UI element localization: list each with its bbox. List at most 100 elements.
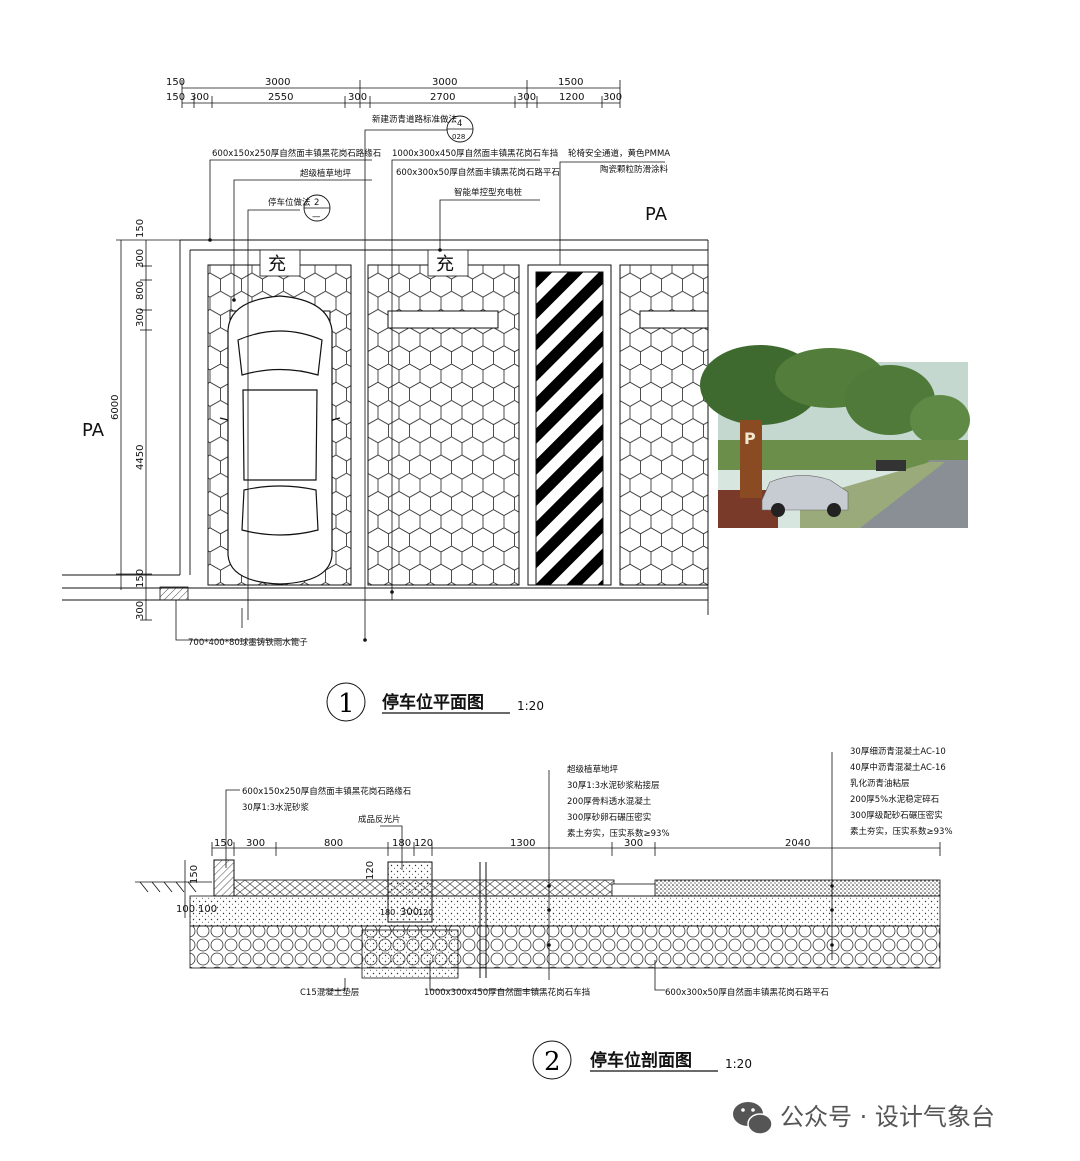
plan-title: 1 停车位平面图 1:20: [326, 682, 544, 722]
section-dim-800: 800: [324, 838, 343, 849]
plan-drawing: 150 3000 3000 1500 150 300 2550 300 2700…: [62, 77, 709, 722]
section-title: 2 停车位剖面图 1:20: [532, 1040, 752, 1080]
wheel-stop-section: [387, 861, 433, 923]
section-notes-mid: 超级植草地坪 30厚1:3水泥砂浆粘接层 200厚骨料透水混凝土 300厚砂卵石…: [567, 764, 670, 839]
plan-title-scale: 1:20: [517, 699, 544, 713]
dim-left-6000: 6000: [110, 395, 121, 420]
dim-top-1500: 1500: [558, 77, 583, 88]
section-note-mid-2: 30厚1:3水泥砂浆粘接层: [567, 780, 660, 791]
pa-label-left: PA: [82, 420, 105, 441]
drain-grate: [159, 586, 189, 601]
section-notes-right: 30厚细沥青混凝土AC-10 40厚中沥青混凝土AC-16 乳化沥青油粘层 20…: [850, 746, 953, 837]
plan-leaders: [175, 129, 665, 641]
callout-grass-paver: 超级植草地坪: [300, 168, 352, 179]
callout-wheel-stop: 1000x300x450厚自然面丰镇黑花岗石车挡: [392, 148, 558, 159]
dim-left-150: 150: [135, 219, 146, 238]
section-vdim-120: 120: [365, 861, 376, 880]
section-dim-150: 150: [214, 838, 233, 849]
dim-second-300b: 300: [348, 92, 367, 103]
flat-stone: [611, 883, 656, 897]
section-dim-300: 300: [246, 838, 265, 849]
section-vdim-100a: 100: [176, 904, 195, 915]
section-vdim-150: 150: [189, 865, 200, 884]
section-note-right-1: 30厚细沥青混凝土AC-10: [850, 746, 946, 757]
parked-car: [761, 475, 849, 517]
callout-smart-charger: 智能单控型充电桩: [454, 187, 523, 198]
gravel-base: [189, 925, 941, 969]
plan-title-number: 1: [338, 689, 355, 719]
dim-second-300c: 300: [517, 92, 536, 103]
wechat-icon: [733, 1102, 773, 1135]
accessible-stripe-zone: [527, 264, 612, 586]
charge-label-1: 充: [268, 254, 286, 275]
section-dim-300b: 300: [624, 838, 643, 849]
section-label-wheelstop: 1000x300x450厚自然面丰镇黑花岗石车挡: [424, 987, 590, 998]
dim-left-4450: 4450: [135, 445, 146, 470]
car-outline: [219, 295, 341, 585]
section-note-right-6: 素土夯实，压实系数≥93%: [850, 826, 953, 837]
dim-top-3000a: 3000: [265, 77, 290, 88]
section-note-mid-3: 200厚骨料透水混凝土: [567, 796, 652, 807]
section-note-mid-1: 超级植草地坪: [567, 764, 619, 775]
section-label-flatstone: 600x300x50厚自然面丰镇黑花岗石路平石: [665, 987, 829, 998]
watermark-text: 公众号 · 设计气象台: [780, 1103, 995, 1131]
section-note-right-2: 40厚中沥青混凝土AC-16: [850, 762, 946, 773]
section-note-mid-5: 素土夯实，压实系数≥93%: [567, 828, 670, 839]
section-dim-180: 180: [392, 838, 411, 849]
curb-stone: [213, 859, 235, 897]
parking-ref-sub: —: [312, 212, 321, 222]
dim-second-1200: 1200: [559, 92, 584, 103]
section-title-text: 停车位剖面图: [590, 1050, 692, 1071]
section-note-right-3: 乳化沥青油粘层: [850, 778, 910, 789]
section-drawing: 150 300 800 180 120 1300 300 2040 150 10…: [135, 746, 953, 1080]
dim-left-300a: 300: [135, 249, 146, 268]
section-note-right-5: 300厚级配砂石碾压密实: [850, 810, 943, 821]
watermark: 公众号 · 设计气象台: [733, 1102, 995, 1135]
section-note-mid-4: 300厚砂卵石碾压密实: [567, 812, 651, 823]
plan-title-text: 停车位平面图: [382, 692, 484, 713]
dim-left-300c: 300: [135, 601, 146, 620]
c15-cushion: [361, 929, 459, 979]
ground-hatch: [135, 881, 212, 893]
parking-ref-number: 2: [314, 198, 319, 208]
dim-left-150b: 150: [135, 569, 146, 588]
plan-top-dimensions: [181, 80, 621, 108]
concrete-base: [189, 895, 941, 927]
dim-left-800: 800: [135, 281, 146, 300]
dim-second-150: 150: [166, 92, 185, 103]
section-dim-2040: 2040: [785, 838, 810, 849]
callout-anti-slip: 陶瓷颗粒防滑涂料: [600, 164, 669, 175]
section-title-scale: 1:20: [725, 1057, 752, 1071]
callout-safety-channel: 轮椅安全通道，黄色PMMA: [568, 148, 670, 159]
parking-sign: P: [740, 420, 762, 498]
callout-new-road: 新建沥青道路标准做法: [372, 114, 457, 125]
dim-second-2700: 2700: [430, 92, 455, 103]
callout-curb-stone: 600x150x250厚自然面丰镇黑花岗石路缘石: [212, 148, 381, 159]
asphalt-surface: [654, 879, 941, 897]
road-ref-sub: 028: [452, 133, 465, 141]
road-ref-number: 4: [457, 119, 462, 129]
dim-second-2550: 2550: [268, 92, 293, 103]
section-dim-120: 120: [414, 838, 433, 849]
dim-second-300d: 300: [603, 92, 622, 103]
section-dimensions: [184, 842, 941, 918]
dim-left-300b: 300: [135, 308, 146, 327]
site-photo: P: [700, 345, 970, 528]
section-note-right-4: 200厚5%水泥稳定碎石: [850, 794, 939, 805]
section-note-left-2: 30厚1:3水泥砂浆: [242, 802, 309, 813]
charge-label-2: 充: [436, 254, 454, 275]
wheel-stop-3: [639, 310, 709, 329]
section-label-c15: C15混凝土垫层: [300, 987, 359, 998]
section-dim-1300: 1300: [510, 838, 535, 849]
dim-top-150: 150: [166, 77, 185, 88]
dim-second-300a: 300: [190, 92, 209, 103]
section-title-number: 2: [544, 1047, 561, 1077]
section-note-left-1: 600x150x250厚自然面丰镇黑花岗石路缘石: [242, 786, 411, 797]
wheel-stop-2: [387, 310, 499, 329]
dim-top-3000b: 3000: [432, 77, 457, 88]
parking-sign-letter: P: [744, 429, 756, 448]
plan-left-dimensions: [116, 239, 184, 621]
road-ref-bubble: 4 028: [446, 115, 474, 143]
callout-parking-method: 停车位做法: [268, 197, 311, 208]
